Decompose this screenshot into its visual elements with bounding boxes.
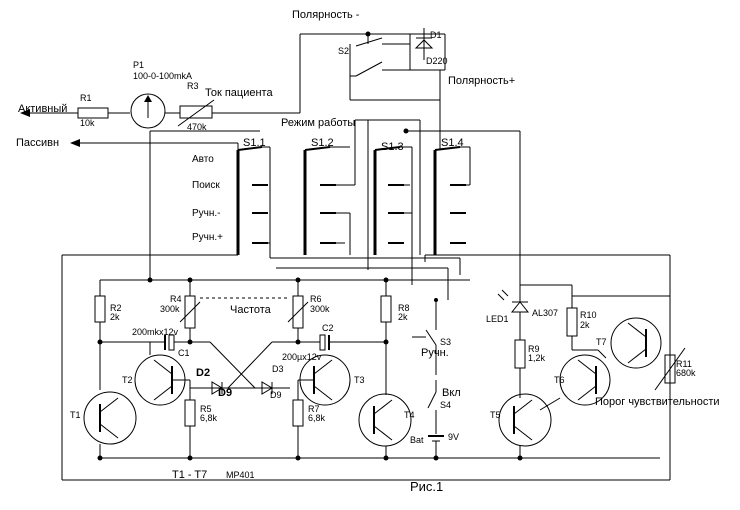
label-d2: D2 [196, 367, 210, 379]
transistor-t1 [83, 391, 137, 458]
label-transistors: T1 - T7 [172, 469, 207, 481]
label-t4: T4 [404, 410, 415, 420]
label-s3: S3 [440, 337, 451, 347]
label-t1: T1 [70, 410, 81, 420]
label-polarity-minus: Полярность - [292, 9, 360, 21]
label-al307: AL307 [532, 308, 558, 318]
label-c2-value: 200µx12v [282, 352, 322, 362]
switch-wiring [149, 119, 670, 300]
label-t3: T3 [354, 375, 365, 385]
label-bat-value: 9V [448, 432, 459, 442]
label-s1-2: S1.2 [311, 137, 334, 149]
label-r4-value: 300k [160, 304, 180, 314]
label-d3: D3 [272, 364, 284, 374]
transistor-t7 [597, 317, 662, 369]
diodes-d2-d3 [190, 381, 290, 395]
label-r10: R10 [580, 310, 597, 320]
label-r4: R4 [170, 294, 182, 304]
input-line [20, 93, 301, 129]
label-t2: T2 [122, 375, 133, 385]
label-polarity-plus: Полярность+ [448, 75, 515, 87]
label-r7-value: 6,8k [308, 413, 326, 423]
label-r8: R8 [398, 303, 410, 313]
label-r5: R5 [200, 404, 212, 414]
label-manual: Ручн. [421, 347, 449, 359]
label-bat: Bat [410, 435, 424, 445]
label-c1: C1 [178, 348, 190, 358]
switch-s1-group [236, 143, 466, 255]
label-auto: Авто [192, 154, 214, 165]
label-frequency: Частота [230, 304, 272, 316]
transistor-t6 [539, 354, 611, 411]
label-t5: T5 [490, 410, 501, 420]
label-led1: LED1 [486, 314, 509, 324]
passive-line [70, 139, 238, 147]
label-r8-value: 2k [398, 312, 408, 322]
switch-s4 [427, 380, 437, 434]
label-r3: R3 [187, 81, 199, 91]
label-d9b: D9 [270, 390, 282, 400]
r11 [654, 296, 686, 458]
polarity-switch-s2 [299, 31, 446, 150]
label-r6-value: 300k [310, 304, 330, 314]
label-p1-value: 100-0-100mkA [133, 71, 192, 81]
led1 [497, 284, 670, 340]
label-s1-3: S1.3 [381, 141, 404, 153]
label-t6: T6 [554, 375, 565, 385]
board-rails [61, 254, 671, 481]
switch-s3 [412, 298, 438, 375]
label-active: Активный [18, 103, 67, 115]
label-r1: R1 [80, 93, 92, 103]
label-r2: R2 [110, 303, 122, 313]
label-s2: S2 [338, 46, 349, 56]
transistor-t2 [134, 342, 191, 406]
label-figure: Рис.1 [410, 479, 443, 494]
label-d220: D220 [426, 56, 448, 66]
label-c1-value: 200mkx12v [132, 327, 179, 337]
label-passive: Пассивн [16, 137, 59, 149]
label-s1-4: S1.4 [441, 137, 464, 149]
resistors-top [94, 280, 392, 395]
label-r2-value: 2k [110, 312, 120, 322]
label-s4: S4 [440, 400, 451, 410]
labels: Полярность - S2 D1 D220 Полярность+ P1 1… [16, 9, 720, 494]
label-r7: R7 [308, 404, 320, 414]
label-transistor-type: MP401 [226, 470, 255, 480]
label-r11: R11 [676, 359, 692, 369]
label-r11-value: 680k [676, 368, 696, 378]
resistors-bottom [97, 399, 523, 461]
label-manual-minus: Ручн.- [192, 208, 221, 219]
r9 [514, 339, 526, 398]
label-d1: D1 [430, 30, 442, 40]
r10 [566, 307, 598, 351]
label-r9: R9 [528, 344, 540, 354]
label-manual-plus: Ручн.+ [192, 232, 223, 243]
label-patient-current: Ток пациента [205, 87, 273, 99]
label-threshold: Порог чувствительности [595, 396, 720, 408]
label-on: Вкл [442, 387, 461, 399]
label-r6: R6 [310, 294, 322, 304]
label-p1: P1 [133, 60, 144, 70]
label-s1-1: S1.1 [243, 137, 266, 149]
diode-d1 [414, 28, 434, 60]
label-search: Поиск [192, 180, 220, 191]
transistor-t4 [358, 393, 412, 458]
label-r9-value: 1,2k [528, 353, 546, 363]
label-d9a: D9 [218, 387, 232, 399]
capacitors [100, 334, 386, 389]
label-r5-value: 6,8k [200, 413, 218, 423]
battery [428, 435, 444, 458]
label-r1-value: 10k [80, 118, 95, 128]
transistor-t5 [498, 393, 552, 458]
label-mode: Режим работы [281, 117, 355, 129]
label-r10-value: 2k [580, 320, 590, 330]
label-c2: C2 [322, 323, 334, 333]
label-r3-value: 470k [187, 122, 207, 132]
label-t7: T7 [596, 337, 607, 347]
transistor-t3 [297, 354, 351, 406]
